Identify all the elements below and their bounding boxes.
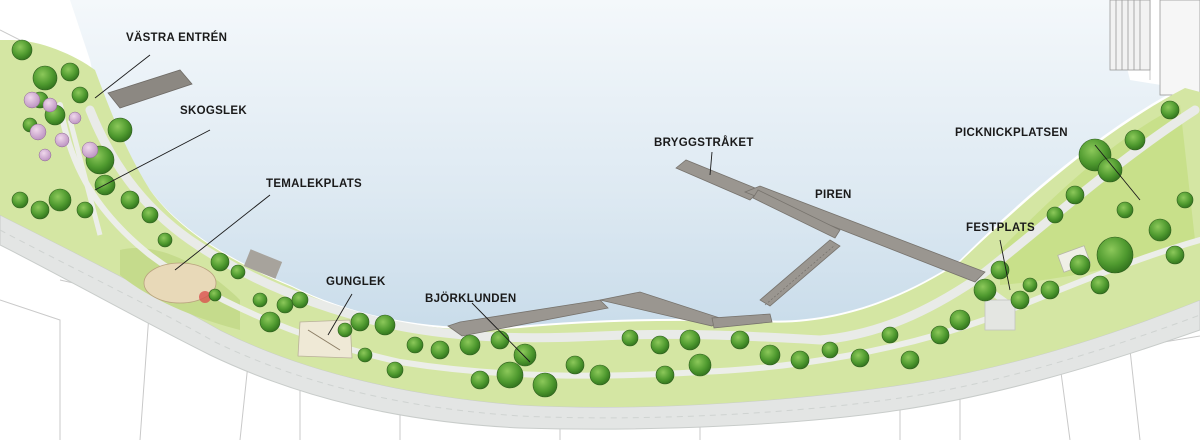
label-picknickplatsen: PICKNICKPLATSEN [955, 127, 1068, 139]
tree [730, 330, 750, 350]
label-skogslek: SKOGSLEK [180, 105, 247, 117]
tree [386, 361, 404, 379]
tree [1065, 185, 1085, 205]
tree [1148, 218, 1172, 242]
tree [470, 370, 490, 390]
tree [532, 372, 558, 398]
waterfront-promenade [85, 105, 1200, 345]
leader-lines [94, 54, 1141, 363]
tree [1090, 275, 1110, 295]
label-bryggstraket: BRYGGSTRÅKET [654, 137, 754, 149]
flowering-tree [38, 148, 52, 162]
tree [973, 278, 997, 302]
tree [850, 348, 870, 368]
tree [1165, 245, 1185, 265]
tree [107, 117, 133, 143]
tree [11, 191, 29, 209]
tree [291, 291, 309, 309]
label-festplats: FESTPLATS [966, 222, 1035, 234]
west-entrance-dock [107, 69, 193, 109]
label-temalekplats: TEMALEKPLATS [266, 178, 363, 190]
tree [11, 39, 33, 61]
tree [930, 325, 950, 345]
tree [949, 309, 971, 331]
tree [48, 188, 72, 212]
label-gunglek: GUNGLEK [326, 276, 386, 288]
tree [459, 334, 481, 356]
tree [589, 364, 611, 386]
tree [76, 201, 94, 219]
tree [1010, 290, 1030, 310]
theme-playground [143, 262, 217, 304]
tree [157, 232, 173, 248]
tree [1046, 206, 1064, 224]
tree [71, 86, 89, 104]
tree [655, 365, 675, 385]
tree [1022, 277, 1038, 293]
tree [357, 347, 373, 363]
tree [759, 344, 781, 366]
tree [621, 329, 639, 347]
tree [1096, 236, 1134, 274]
flowering-tree [54, 132, 70, 148]
tree [790, 350, 810, 370]
tree [32, 65, 58, 91]
tree [990, 260, 1010, 280]
tree [259, 311, 281, 333]
tree [496, 361, 524, 389]
trees [11, 39, 1194, 398]
tree [1124, 129, 1146, 151]
tree [1097, 157, 1123, 183]
tree [60, 62, 80, 82]
tree [688, 353, 712, 377]
label-piren: PIREN [815, 189, 852, 201]
tree [276, 296, 294, 314]
tree [210, 252, 230, 272]
tree [30, 200, 50, 220]
tree [406, 336, 424, 354]
tree [230, 264, 246, 280]
tree [1116, 201, 1134, 219]
tree [1069, 254, 1091, 276]
flowering-tree [68, 111, 82, 125]
tree [208, 288, 222, 302]
label-bjorklunden: BJÖRKLUNDEN [425, 293, 517, 305]
flowering-tree [29, 123, 47, 141]
tree [1160, 100, 1180, 120]
tree [350, 312, 370, 332]
tree [513, 343, 537, 367]
tree [1176, 191, 1194, 209]
tree [252, 292, 268, 308]
building-top-right [1109, 0, 1200, 96]
tree [821, 341, 839, 359]
label-vastra-entren: VÄSTRA ENTRÉN [126, 32, 228, 44]
tree [120, 190, 140, 210]
flowering-tree [23, 91, 41, 109]
tree [490, 330, 510, 350]
flowering-tree [81, 141, 99, 159]
tree [565, 355, 585, 375]
tree [374, 314, 396, 336]
pier-structure [447, 159, 986, 337]
tree [900, 350, 920, 370]
tree [1040, 280, 1060, 300]
tree [141, 206, 159, 224]
tree [679, 329, 701, 351]
tree [881, 326, 899, 344]
tree [430, 340, 450, 360]
tree [650, 335, 670, 355]
flowering-tree [42, 97, 58, 113]
tree [337, 322, 353, 338]
park-lawn [0, 40, 1200, 408]
